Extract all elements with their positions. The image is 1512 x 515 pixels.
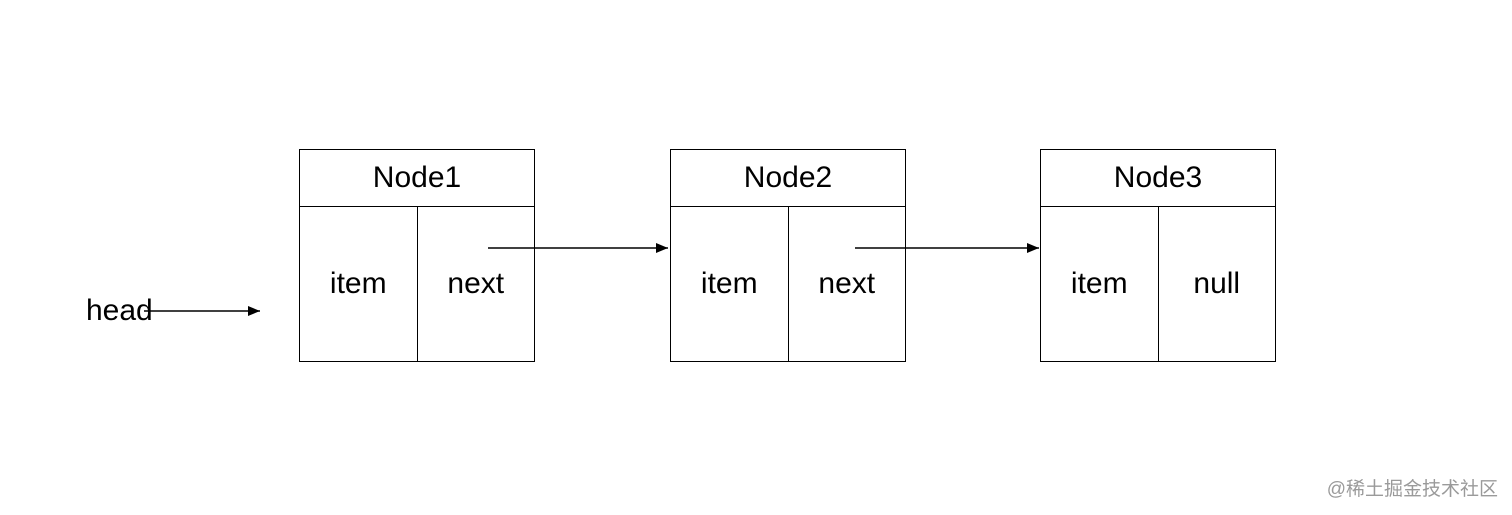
- node-3-item-cell: item: [1070, 267, 1128, 300]
- node-2-item-cell: item: [700, 267, 758, 300]
- node-3-title: Node3: [1041, 150, 1275, 207]
- node-2-title: Node2: [671, 150, 905, 207]
- node-2-next-cell: next: [787, 207, 906, 361]
- node-2: Node2 item next: [670, 149, 906, 362]
- node-1: Node1 item next: [299, 149, 535, 362]
- node-1-item-cell: item: [329, 267, 387, 300]
- head-label: head: [86, 294, 153, 327]
- node-1-title: Node1: [300, 150, 534, 207]
- node-3: Node3 item null: [1040, 149, 1276, 362]
- watermark-text: @稀土掘金技术社区: [1326, 479, 1498, 500]
- node-1-next-cell: next: [416, 207, 535, 361]
- node-2-body: item next: [671, 207, 905, 361]
- node-3-null-cell: null: [1157, 207, 1276, 361]
- node-1-body: item next: [300, 207, 534, 361]
- node-3-body: item null: [1041, 207, 1275, 361]
